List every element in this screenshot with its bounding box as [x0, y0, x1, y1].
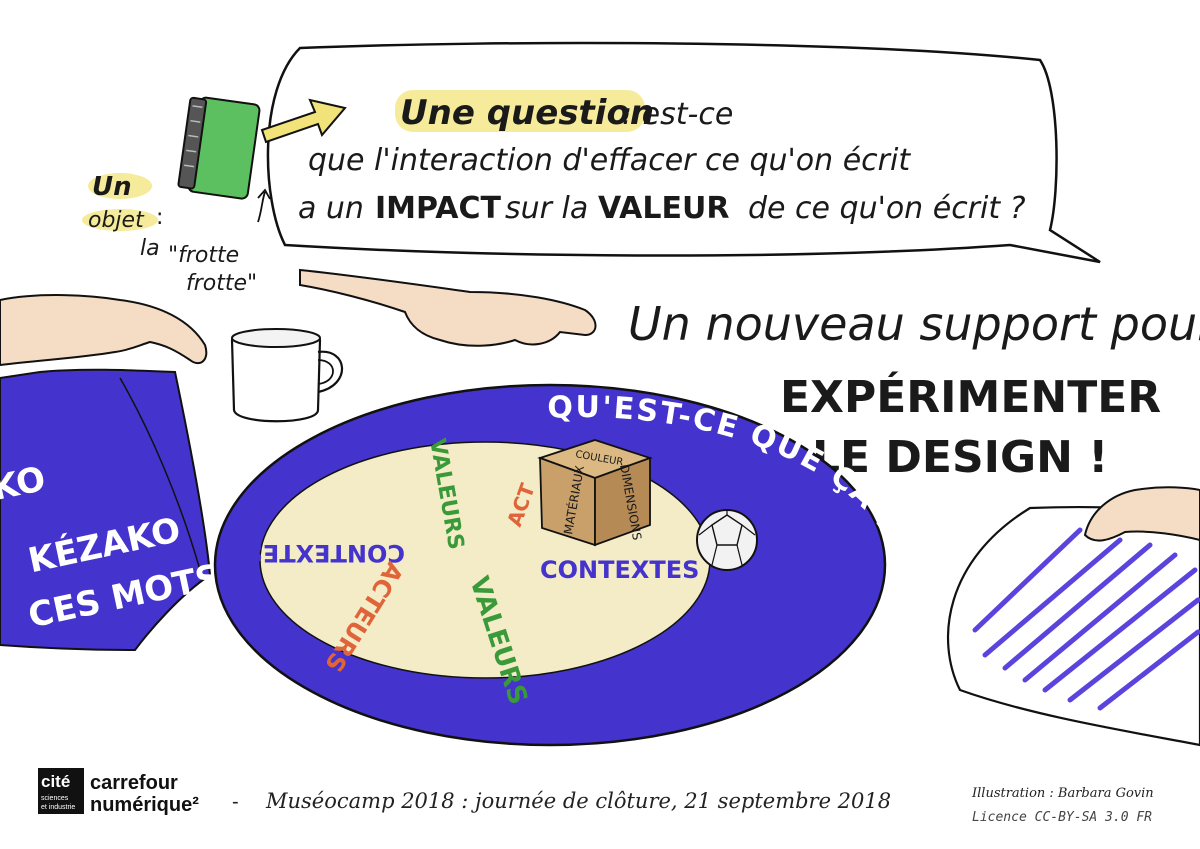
bubble-line3-a: a un — [298, 191, 364, 226]
eraser-icon — [177, 96, 261, 200]
bubble-lead: Une question — [400, 93, 654, 133]
logo-carrefour: carrefour — [90, 772, 178, 794]
logo-cite: cité — [41, 772, 70, 791]
mug-icon — [230, 328, 344, 423]
bubble-impact: IMPACT — [375, 191, 501, 226]
highlight-un — [88, 173, 152, 199]
headline-line1: Un nouveau support pour — [628, 297, 1200, 351]
word-contextes-left: CONTEXTES — [246, 539, 405, 567]
bubble-line3-c: de ce qu'on écrit ? — [748, 191, 1026, 226]
left-hand — [0, 294, 208, 367]
footer-credit1: Illustration : Barbara Govin — [971, 786, 1154, 801]
bubble-line3-b: sur la — [505, 191, 588, 226]
highlight-une-question — [395, 90, 645, 132]
bubble-line2: que l'interaction d'effacer ce qu'on écr… — [308, 143, 911, 178]
word-contextes-right: CONTEXTES — [540, 556, 699, 584]
logo-sub1: sciences — [41, 795, 69, 802]
small-curve-arrow-icon — [257, 188, 271, 223]
bubble-valeur: VALEUR — [598, 191, 729, 226]
logo-numerique: numérique² — [90, 794, 199, 816]
highlight-objet — [82, 209, 158, 231]
middle-hand — [299, 268, 597, 347]
cube-icon — [537, 439, 653, 547]
note-objet: objet — [88, 208, 145, 233]
footer-credit2: Licence CC-BY-SA 3.0 FR — [972, 810, 1152, 825]
logo-sub2: et industrie — [41, 804, 75, 811]
note-la: la — [140, 236, 160, 261]
note-frotte2: frotte" — [186, 271, 257, 296]
arrow-icon — [260, 98, 347, 144]
note-un: Un — [92, 172, 132, 202]
footer-dash: - — [232, 791, 239, 813]
die-icon — [696, 509, 758, 571]
note-frotte1: "frotte — [168, 243, 239, 268]
logo-cite-box — [38, 768, 84, 814]
paper-stripes — [972, 527, 1200, 711]
headline-line2: EXPÉRIMENTER — [780, 370, 1161, 423]
bubble-line1-rest: : est-ce — [622, 97, 733, 132]
right-hand — [1083, 486, 1200, 542]
footer-event: Muséocamp 2018 : journée de clôture, 21 … — [265, 789, 891, 813]
headline-line3: LE DESIGN ! — [812, 432, 1108, 483]
question-card — [0, 368, 212, 652]
note-colon: : — [156, 205, 163, 230]
